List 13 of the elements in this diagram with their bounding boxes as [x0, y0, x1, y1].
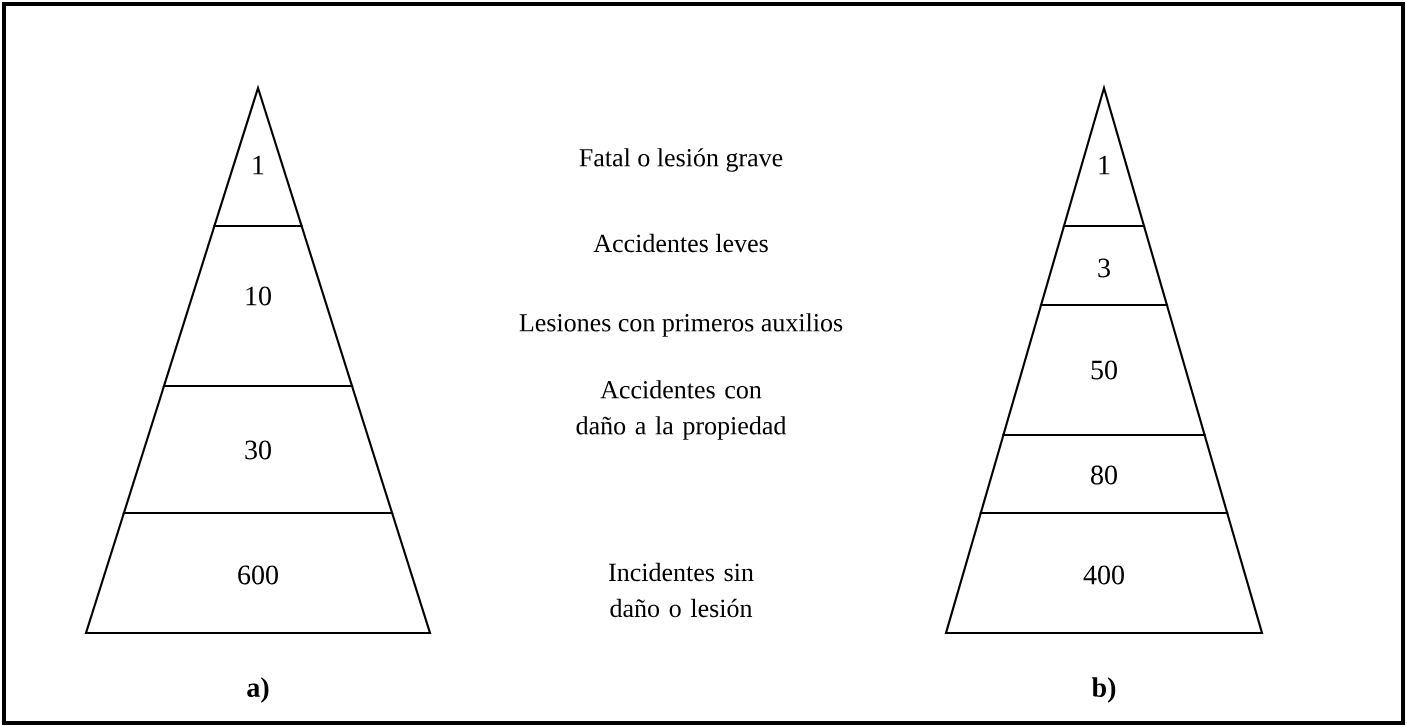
pyramid-band: 50 — [1002, 303, 1207, 437]
pyramid-band: 30 — [122, 384, 394, 515]
pyramid-band: 10 — [162, 224, 354, 388]
level-label: Accidentes con daño a la propiedad — [576, 380, 787, 440]
pyramid-band: 80 — [979, 433, 1229, 515]
panel-label: a) — [247, 677, 269, 703]
level-label: Incidentes sin daño o lesión — [609, 562, 754, 618]
level-label: Accidentes leves — [593, 233, 768, 253]
pyramid-band: 400 — [944, 511, 1264, 635]
level-label: Lesiones con primeros auxilios — [519, 313, 843, 337]
panel-label: b) — [1091, 677, 1116, 703]
pyramid-band: 600 — [84, 511, 432, 635]
level-label: Fatal o lesión grave — [579, 148, 783, 172]
